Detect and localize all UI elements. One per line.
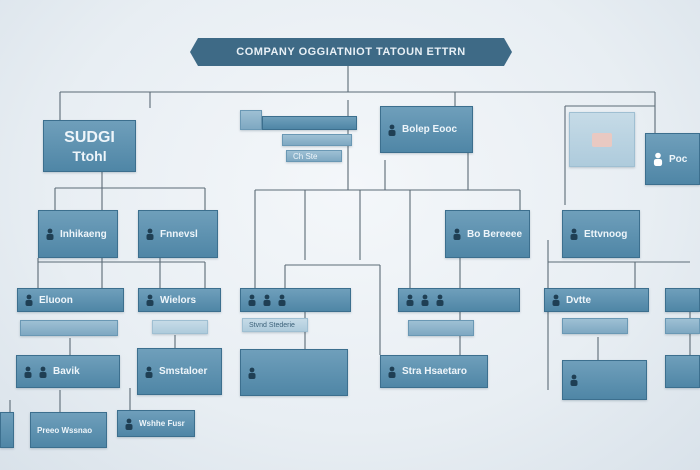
node-top-mid-a[interactable] [240, 110, 262, 130]
node-label: Dvtte [566, 294, 592, 306]
node-l3-f[interactable] [665, 288, 700, 312]
person-icon [45, 228, 55, 240]
node-l5-b[interactable]: Smstaloer [137, 348, 222, 395]
node-l6-b[interactable]: Wshhe Fusr [117, 410, 195, 437]
node-l2-c[interactable]: Bo Bereeee [445, 210, 530, 258]
node-l6-a[interactable]: Preeo Wssnao [30, 412, 107, 448]
node-label: Wshhe Fusr [139, 419, 185, 428]
chart-title: COMPANY OGGIATNIOT TATOUN ETTRN [190, 38, 512, 66]
person-icon [435, 294, 445, 306]
node-l2-b[interactable]: Fnnevsl [138, 210, 218, 258]
person-icon [262, 294, 272, 306]
node-label: Preeo Wssnao [37, 425, 93, 435]
node-label: Bolep Eooc [402, 124, 458, 135]
person-icon [551, 294, 561, 306]
person-icon [145, 294, 155, 306]
node-top-mid-bar[interactable] [282, 134, 352, 146]
person-icon [24, 294, 34, 306]
person-icon [38, 366, 48, 378]
node-label: Wielors [160, 294, 197, 306]
node-l5-f[interactable] [665, 355, 700, 388]
node-l2-d[interactable]: Ettvnoog [562, 210, 640, 258]
node-l3-a[interactable]: Eluoon [17, 288, 124, 312]
node-label: Fnnevsl [160, 228, 198, 240]
node-label: Bo Bereeee [467, 228, 523, 240]
node-top-mid-c[interactable]: Ch Ste [286, 150, 342, 162]
node-l3-c[interactable] [240, 288, 351, 312]
node-top-center[interactable]: Bolep Eooc [380, 106, 473, 153]
node-label: Ettvnoog [584, 228, 628, 240]
node-label: Eluoon [39, 294, 73, 306]
node-top-left[interactable]: SUDGI Ttohl [43, 120, 136, 172]
node-label: Smstaloer [159, 366, 208, 377]
node-l5-d[interactable]: Stra Hsaetaro [380, 355, 488, 388]
person-icon [569, 228, 579, 240]
person-icon [144, 366, 154, 378]
node-top-mid-b[interactable] [262, 116, 357, 130]
node-l5-a[interactable]: Bavik [16, 355, 120, 388]
node-label: SUDGI [64, 128, 115, 146]
node-label: Stra Hsaetaro [402, 366, 468, 377]
node-l6-edge[interactable] [0, 412, 14, 448]
person-icon [452, 228, 462, 240]
node-l2-a[interactable]: Inhikaeng [38, 210, 118, 258]
node-top-right-image[interactable] [569, 112, 635, 167]
node-l3-a-sub[interactable] [20, 320, 118, 336]
node-l5-e[interactable] [562, 360, 647, 400]
person-icon [247, 367, 257, 379]
node-sublabel: Ttohl [72, 147, 107, 164]
node-label: Inhikaeng [60, 228, 107, 240]
person-icon [420, 294, 430, 306]
node-l4-c[interactable]: Stvnd Stederie [242, 318, 308, 332]
node-l5-c[interactable] [240, 349, 348, 396]
person-icon [652, 152, 664, 166]
node-l4-e[interactable] [562, 318, 628, 334]
node-l4-f[interactable] [665, 318, 700, 334]
node-label: Stvnd Stederie [249, 321, 295, 329]
person-icon [387, 124, 397, 136]
node-label: Bavik [53, 366, 80, 377]
person-icon [277, 294, 287, 306]
node-l3-d[interactable] [398, 288, 520, 312]
person-icon [124, 418, 134, 430]
person-icon [247, 294, 257, 306]
person-icon [145, 228, 155, 240]
node-l4-d[interactable] [408, 320, 474, 336]
node-l3-b-sub[interactable] [152, 320, 208, 334]
node-l3-e[interactable]: Dvtte [544, 288, 649, 312]
node-label: Ch Ste [293, 151, 318, 161]
person-icon [569, 374, 579, 386]
person-icon [405, 294, 415, 306]
person-icon [23, 366, 33, 378]
photo-icon [591, 132, 613, 148]
node-l3-b[interactable]: Wielors [138, 288, 221, 312]
node-top-right[interactable]: Poc [645, 133, 700, 185]
person-icon [387, 366, 397, 378]
node-label: Poc [669, 153, 688, 165]
